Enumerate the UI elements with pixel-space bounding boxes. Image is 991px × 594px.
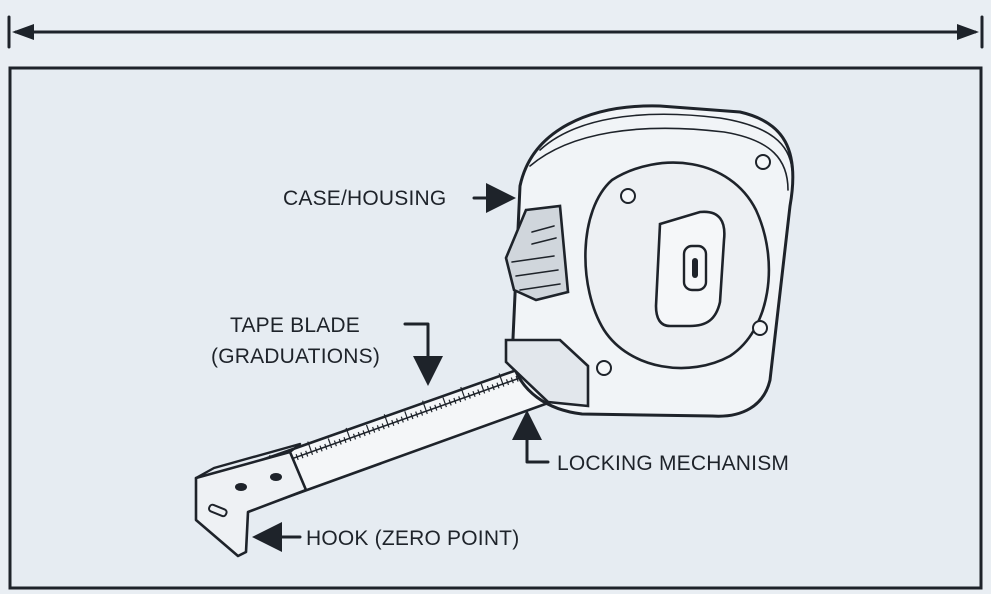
graduation-tick: [352, 433, 357, 440]
graduation-tick: [300, 452, 304, 459]
case-housing-label: CASE/HOUSING: [283, 187, 446, 210]
graduation-tick: [400, 416, 404, 423]
dimension-arrow: [7, 15, 984, 49]
graduation-tick: [381, 423, 385, 430]
graduation-tick: [391, 419, 395, 426]
graduation-tick: [505, 379, 510, 386]
graduation-tick: [458, 396, 462, 403]
graduation-tick: [496, 382, 500, 389]
graduation-tick: [333, 440, 337, 447]
graduation-tick: [510, 377, 514, 384]
locking-mechanism: [504, 204, 570, 302]
graduation-tick: [453, 397, 457, 404]
graduation-tick: [372, 426, 376, 433]
graduation-tick: [324, 443, 328, 450]
graduation-tick: [343, 436, 347, 444]
graduation-tick: [419, 409, 424, 416]
tape-blade-sublabel: (GRADUATIONS): [211, 345, 380, 368]
locking-mechanism-label: LOCKING MECHANISM: [557, 452, 789, 475]
graduation-tick: [314, 447, 318, 454]
graduation-tick: [515, 375, 519, 382]
graduation-tick: [415, 411, 419, 418]
graduation-tick: [327, 438, 333, 449]
hook-label: HOOK (ZERO POINT): [306, 527, 519, 550]
graduation-tick: [442, 397, 447, 408]
hook: [194, 442, 308, 558]
graduation-tick: [338, 438, 342, 445]
graduation-tick: [376, 425, 380, 432]
graduation-tick: [307, 441, 314, 456]
graduation-tick: [498, 373, 505, 387]
graduation-tick: [486, 385, 490, 392]
graduation-tick: [448, 399, 452, 406]
graduation-tick: [477, 389, 481, 396]
callout-locking: LOCKING MECHANISM: [512, 410, 789, 475]
graduation-tick: [429, 406, 433, 413]
graduation-tick: [365, 424, 371, 435]
callout-blade: TAPE BLADE (GRADUATIONS): [211, 314, 443, 386]
graduation-tick: [467, 392, 471, 399]
graduation-tick: [383, 414, 390, 428]
frame-border: [8, 66, 983, 590]
callout-hook: HOOK (ZERO POINT): [252, 522, 519, 552]
graduation-tick: [319, 445, 323, 452]
graduation-tick: [357, 431, 361, 438]
case-housing: [504, 104, 795, 418]
tape-blade-label: TAPE BLADE: [230, 314, 360, 337]
graduation-tick: [404, 411, 409, 421]
graduation-tick: [305, 450, 309, 457]
graduation-tick: [439, 402, 443, 409]
graduation-tick: [395, 418, 400, 425]
graduation-tick: [410, 413, 414, 420]
graduation-tick: [460, 386, 467, 401]
graduation-tick: [422, 400, 428, 415]
graduation-tick: [472, 390, 476, 398]
graduation-tick: [491, 384, 495, 391]
graduation-tick: [345, 427, 352, 442]
graduation-tick: [480, 383, 486, 394]
callout-case: CASE/HOUSING: [283, 183, 516, 213]
graduation-tick: [295, 453, 299, 461]
graduation-tick: [362, 430, 366, 437]
graduation-tick: [434, 404, 438, 411]
